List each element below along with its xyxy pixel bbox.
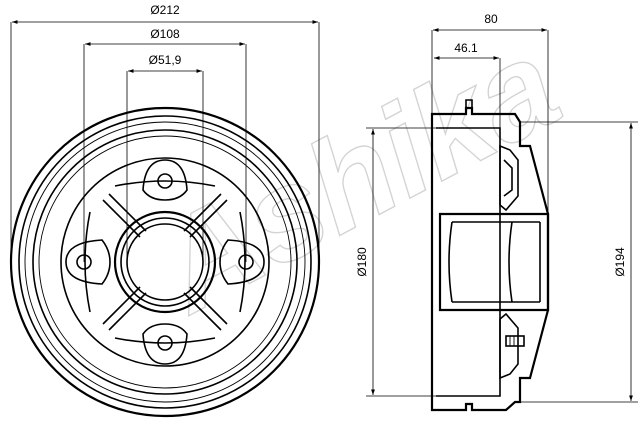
dim-outer-diameter: Ø212 bbox=[10, 3, 320, 262]
side-view: 80 46.1 Ø180 Ø194 bbox=[355, 12, 638, 412]
hub-barrel bbox=[438, 212, 550, 312]
hub-web-outline bbox=[60, 157, 270, 367]
braking-surface-ring bbox=[32, 129, 298, 395]
dim-braking-diameter-label: Ø180 bbox=[355, 247, 369, 277]
hub-web-top bbox=[499, 144, 519, 212]
hub-outer bbox=[113, 210, 217, 314]
dim-total-width-label: 80 bbox=[484, 12, 498, 26]
web-contour-right bbox=[239, 211, 246, 313]
stud-hole-top bbox=[157, 173, 173, 189]
stud-hole-bottom bbox=[157, 335, 173, 351]
stud-boss-top bbox=[142, 159, 188, 201]
drum-rim-ring bbox=[18, 115, 312, 409]
web-contour-left bbox=[84, 211, 91, 313]
hub-web-bottom bbox=[499, 312, 519, 380]
hub-barrel-left-curve bbox=[448, 221, 453, 303]
svg-text:Ashika: Ashika bbox=[133, 10, 581, 340]
web-contour-bottom bbox=[114, 337, 216, 344]
dim-hub-offset-label: 46.1 bbox=[454, 41, 478, 55]
drum-inner-wall bbox=[436, 127, 501, 397]
stud-boss-bottom bbox=[142, 323, 188, 365]
front-view: Ø212 Ø108 Ø51,9 bbox=[9, 3, 321, 418]
hub-ring bbox=[120, 217, 210, 307]
flange-tab-top bbox=[465, 99, 473, 109]
wheel-stud bbox=[505, 335, 525, 347]
watermark-logo: Ashika bbox=[132, 10, 581, 342]
drum-rim-ring-inner bbox=[24, 121, 306, 403]
hub-web-top-inner bbox=[503, 159, 513, 197]
rib-bottom-left bbox=[102, 286, 147, 331]
dim-bolt-circle-label: Ø108 bbox=[150, 27, 180, 41]
dim-outer-diameter-label: Ø212 bbox=[150, 3, 180, 17]
dim-outer-diameter-side-label: Ø194 bbox=[613, 247, 627, 277]
web-contour-top bbox=[114, 180, 216, 187]
hub-barrel-mid-curve bbox=[508, 221, 513, 303]
hub-barrel-bore bbox=[452, 221, 540, 303]
stud-boss-left bbox=[65, 239, 111, 285]
dim-hub-offset: 46.1 bbox=[434, 41, 501, 128]
dim-center-bore: Ø51,9 bbox=[126, 53, 204, 262]
dim-braking-diameter: Ø180 bbox=[355, 127, 436, 397]
dim-center-bore-label: Ø51,9 bbox=[149, 53, 182, 67]
dim-bolt-circle: Ø108 bbox=[83, 27, 247, 262]
braking-surface-inner bbox=[38, 135, 292, 389]
dim-outer-diameter-side: Ø194 bbox=[520, 121, 638, 403]
